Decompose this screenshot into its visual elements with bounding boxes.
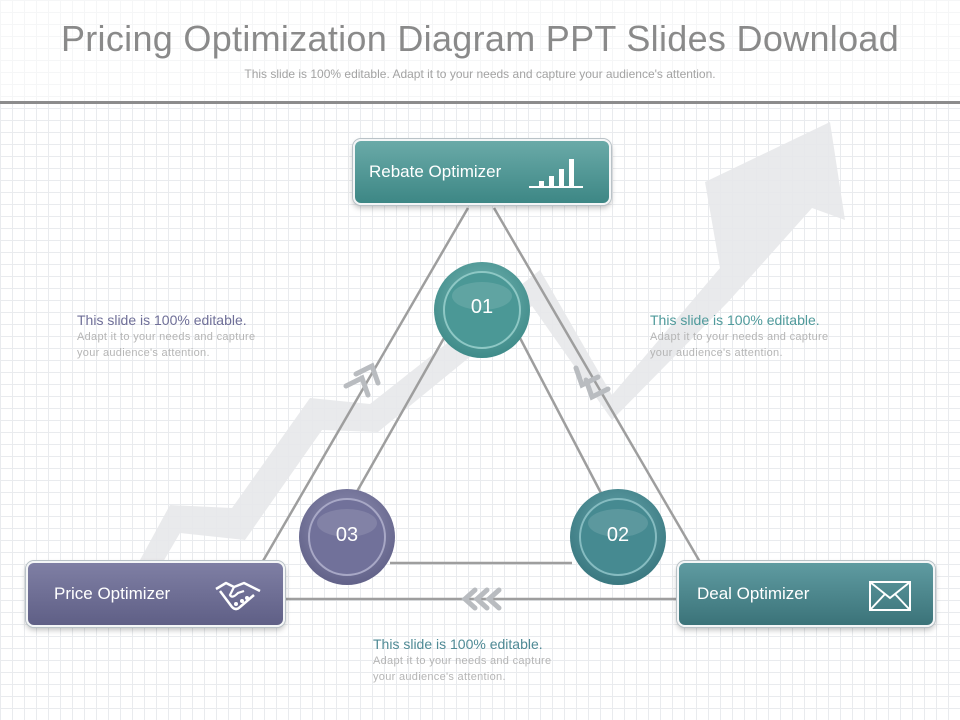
price-optimizer-label: Price Optimizer <box>54 584 171 603</box>
background-growth-arrow <box>140 122 845 574</box>
step-number-01: 01 <box>470 296 494 318</box>
note-left-body-line1: Adapt it to your needs and capture <box>77 331 256 343</box>
note-right-body-line2: your audience's attention. <box>650 347 783 359</box>
arrow-chevron-down-icon <box>573 365 611 401</box>
note-bottom-heading: This slide is 100% editable. <box>373 636 543 652</box>
step-number-02: 02 <box>606 524 630 546</box>
note-bottom: This slide is 100% editable. Adapt it to… <box>373 636 603 685</box>
note-right: This slide is 100% editable. Adapt it to… <box>650 312 880 361</box>
step-circle-02 <box>570 489 666 585</box>
rebate-optimizer-label: Rebate Optimizer <box>369 162 502 181</box>
note-bottom-body-line1: Adapt it to your needs and capture <box>373 655 552 667</box>
triangle-outline <box>261 207 702 601</box>
slide-title: Pricing Optimization Diagram PPT Slides … <box>60 18 900 59</box>
price-optimizer-box: Price Optimizer <box>26 561 285 627</box>
note-bottom-body-line2: your audience's attention. <box>373 671 506 683</box>
deal-optimizer-box: Deal Optimizer <box>677 561 935 627</box>
header-band <box>0 0 960 102</box>
note-left: This slide is 100% editable. Adapt it to… <box>77 312 307 361</box>
bar-chart-icon <box>527 155 585 194</box>
note-right-body-line1: Adapt it to your needs and capture <box>650 331 829 343</box>
note-left-heading: This slide is 100% editable. <box>77 312 247 328</box>
handshake-icon <box>214 577 262 622</box>
step-number-03: 03 <box>335 524 359 546</box>
step-circle-03 <box>299 489 395 585</box>
envelope-icon <box>869 581 911 616</box>
header-divider <box>0 101 960 104</box>
deal-optimizer-label: Deal Optimizer <box>697 584 810 603</box>
step-circle-01 <box>434 262 530 358</box>
note-right-heading: This slide is 100% editable. <box>650 312 820 328</box>
note-left-body-line2: your audience's attention. <box>77 347 210 359</box>
arrow-chevron-up-icon <box>343 362 381 398</box>
slide-subtitle: This slide is 100% editable. Adapt it to… <box>244 67 716 81</box>
rebate-optimizer-box: Rebate Optimizer <box>353 139 611 205</box>
arrow-chevron-left-icon <box>461 587 502 611</box>
